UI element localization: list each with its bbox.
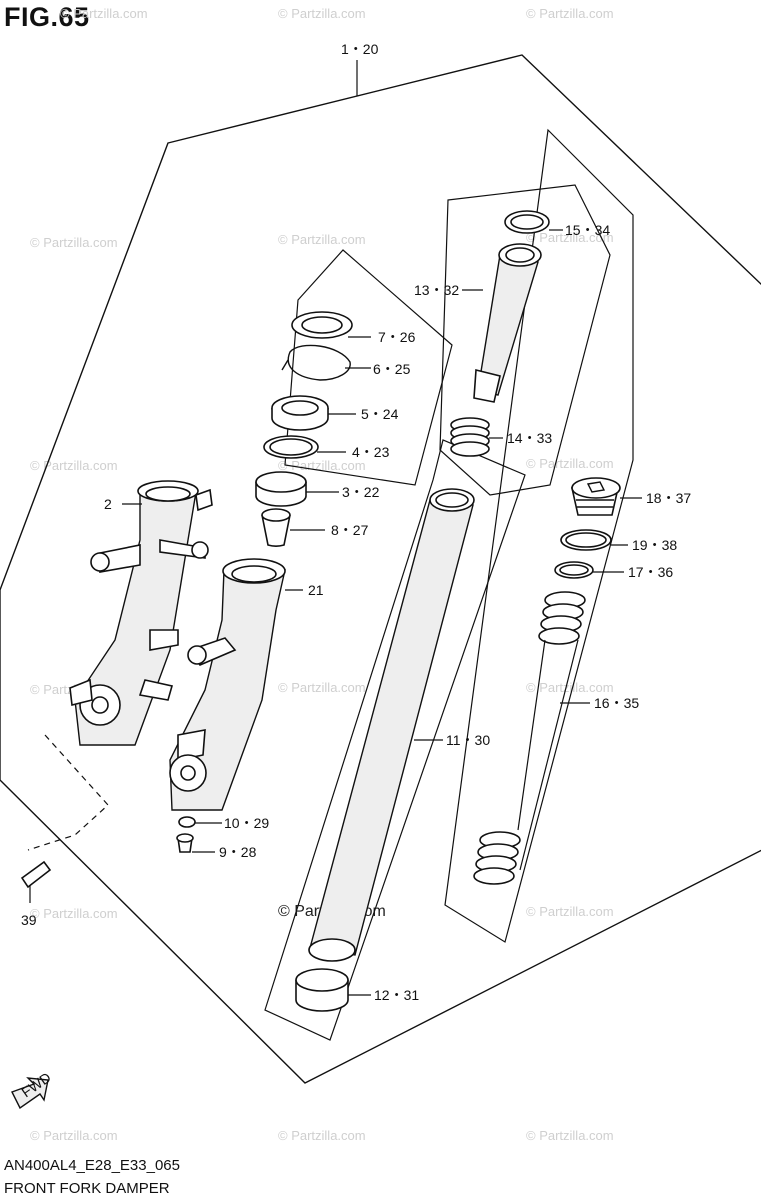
callout-7-26: 7・26 <box>378 329 416 345</box>
callout-9-28: 9・28 <box>219 844 257 860</box>
fork-cap-bolt <box>571 477 621 516</box>
watermark: © Partzilla.com <box>278 458 366 473</box>
damper-rod-bolt <box>176 833 194 853</box>
fork-leg-right <box>169 558 286 811</box>
callout-2: 2 <box>104 496 112 512</box>
watermark: © Partzilla.com <box>526 1128 614 1143</box>
figure-name: FRONT FORK DAMPER <box>4 1180 170 1197</box>
callout-8-27: 8・27 <box>331 522 369 538</box>
oil-seal-retainer <box>263 435 319 459</box>
watermark: © Partzilla.com <box>60 6 148 21</box>
callout-3-22: 3・22 <box>342 484 380 500</box>
callout-10-29: 10・29 <box>224 815 269 831</box>
fork-leg-left <box>69 480 213 746</box>
callout-19-38: 19・38 <box>632 537 677 553</box>
watermark: © Partzilla.com <box>278 1128 366 1143</box>
watermark: © Partzilla.com <box>30 906 118 921</box>
rebound-spring <box>450 417 490 457</box>
callout-5-24: 5・24 <box>361 406 399 422</box>
watermark: © Partzilla.com <box>526 6 614 21</box>
guide-metal <box>255 471 307 507</box>
callout-14-33: 14・33 <box>507 430 552 446</box>
callout-4-23: 4・23 <box>352 444 390 460</box>
watermark: © Partzilla.com <box>526 456 614 471</box>
spring-group-outline <box>444 128 634 943</box>
oil-seal-stopper-ring <box>281 344 351 381</box>
o-ring <box>560 529 612 551</box>
oil-seal <box>271 395 329 431</box>
watermark: © Partzilla.com <box>526 230 614 245</box>
assembly-outline <box>0 54 761 1084</box>
watermark: © Partzilla.com <box>30 458 118 473</box>
callout-15-34: 15・34 <box>565 222 610 238</box>
watermark: © Partzilla.com <box>30 235 118 250</box>
callout-16-35: 16・35 <box>594 695 639 711</box>
gasket <box>178 816 196 828</box>
inner-tube <box>308 488 475 962</box>
watermark: © Partzilla.com <box>278 232 366 247</box>
oil-lock-piece <box>261 508 291 547</box>
damper-rod <box>473 210 550 403</box>
fork-spring <box>473 591 586 885</box>
callout-12-31: 12・31 <box>374 987 419 1003</box>
callout-17-36: 17・36 <box>628 564 673 580</box>
watermark: © Partzilla.com <box>278 680 366 695</box>
figure-code: AN400AL4_E28_E33_065 <box>4 1157 180 1174</box>
callout-39: 39 <box>21 912 37 928</box>
inner-tube-group-outline <box>264 439 526 1041</box>
axle-bolt <box>20 860 52 889</box>
callout-18-37: 18・37 <box>646 490 691 506</box>
watermark: © Partzilla.com <box>526 904 614 919</box>
watermark: © Partzilla.com <box>30 1128 118 1143</box>
figure-title: FIG.65 <box>4 2 90 32</box>
callout-1-20: 1・20 <box>341 41 379 57</box>
callout-13-32: 13・32 <box>414 282 459 298</box>
watermark: © Partzilla.com <box>526 680 614 695</box>
bolt-guide-line <box>27 734 109 851</box>
dust-seal <box>291 311 353 339</box>
watermark: © Partzilla.com <box>278 6 366 21</box>
spacer-ring <box>554 561 594 579</box>
forward-arrow-icon <box>11 1077 49 1110</box>
callout-21: 21 <box>308 582 324 598</box>
callout-11-30: 11・30 <box>446 732 490 748</box>
slide-metal <box>295 968 349 1012</box>
callout-6-25: 6・25 <box>373 361 411 377</box>
